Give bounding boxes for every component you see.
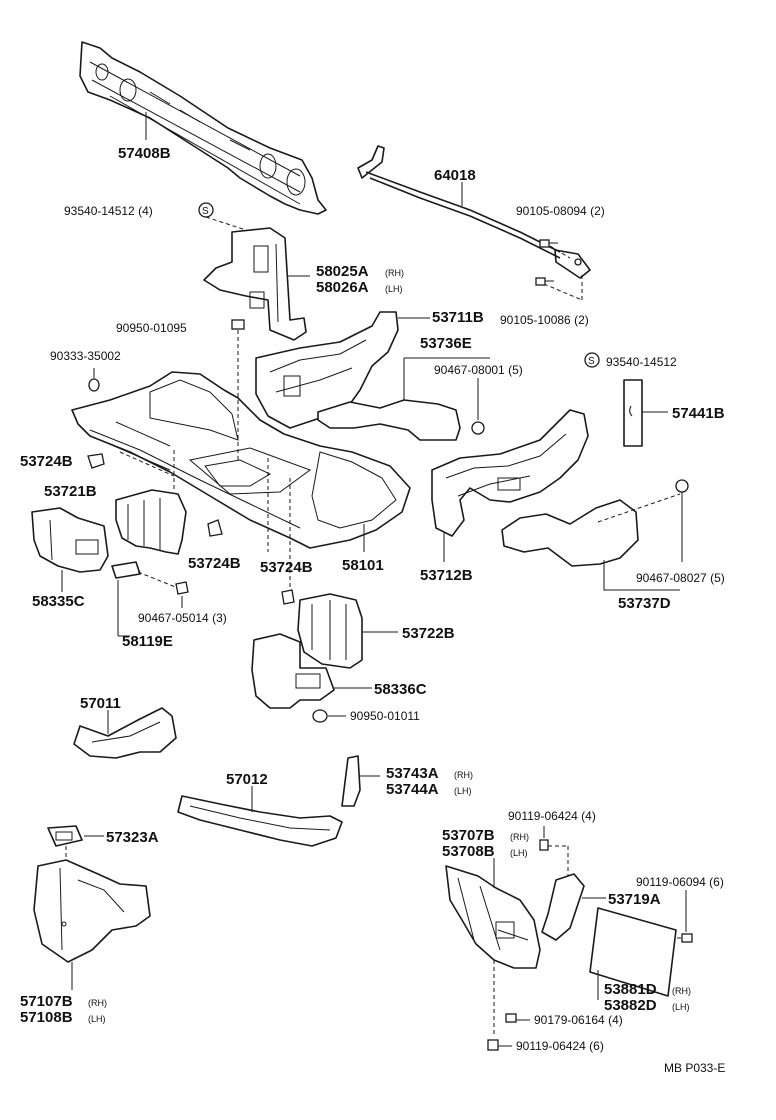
label-53743a: 53743A — [386, 765, 439, 782]
bracket-53721b-part — [115, 489, 187, 555]
panel-53707b-part — [445, 865, 541, 969]
label-53719a: 53719A — [608, 891, 661, 908]
label-53712b: 53712B — [420, 567, 473, 584]
label-58336c: 58336C — [374, 681, 427, 698]
nut-90179-icon — [505, 1013, 517, 1023]
label-53722b: 53722B — [402, 625, 455, 642]
label-53721b: 53721B — [44, 483, 97, 500]
label-57108b: 57108B — [20, 1009, 73, 1026]
label-90467c: 90467-05014 (3) — [138, 611, 227, 625]
label-90950a: 90950-01095 — [116, 321, 187, 335]
label-53707b-side: (RH) — [510, 832, 529, 842]
reinforcement-53743a-part — [341, 755, 361, 807]
bolt-90119b-icon — [681, 933, 693, 943]
seal-53736e-part — [317, 399, 461, 441]
label-53882d: 53882D — [604, 997, 657, 1014]
label-93540b: 93540-14512 — [606, 355, 677, 369]
bracket-53722b-part — [297, 593, 363, 669]
label-53881d-side: (RH) — [672, 986, 691, 996]
clip-90467c-icon — [175, 581, 189, 595]
diagram-reference: MB P033-E — [664, 1061, 725, 1075]
brace-rod-part — [357, 145, 591, 279]
label-57323a: 57323A — [106, 829, 159, 846]
bracket-58335c-part — [31, 507, 109, 573]
label-58101: 58101 — [342, 557, 384, 574]
s-mark-a-letter: S — [202, 206, 209, 217]
label-90179: 90179-06164 (4) — [534, 1013, 623, 1027]
clip-53724b-b-icon — [207, 519, 223, 537]
label-90119b: 90119-06094 (6) — [636, 875, 724, 889]
bolt-90119a-icon — [539, 839, 549, 851]
cowl-panel-part — [79, 41, 327, 215]
bolt-90105b-icon — [535, 277, 554, 286]
label-58335c: 58335C — [32, 593, 85, 610]
clip-90467b-icon — [675, 479, 689, 493]
label-57408b: 57408B — [118, 145, 171, 162]
label-53737d: 53737D — [618, 595, 671, 612]
cover-57323a-part — [47, 825, 83, 847]
label-57107b: 57107B — [20, 993, 73, 1010]
label-57011: 57011 — [80, 695, 121, 712]
label-53711b: 53711B — [432, 309, 484, 326]
s-mark-b-letter: S — [588, 356, 595, 367]
label-90119c: 90119-06424 (6) — [516, 1039, 604, 1053]
grommet-90950a-icon — [231, 319, 245, 330]
clip-53724b-a-icon — [87, 453, 105, 469]
grommet-90950b-icon — [312, 709, 328, 723]
label-57441b: 57441B — [672, 405, 725, 422]
label-90119a: 90119-06424 (4) — [508, 809, 596, 823]
clip-53724b-c-icon — [281, 589, 295, 605]
s-mark-b-icon — [584, 352, 600, 368]
label-58119e: 58119E — [122, 633, 173, 650]
label-58026a-side: (LH) — [385, 284, 403, 294]
bolt-90105a-icon — [539, 239, 558, 248]
label-58025a-side: (RH) — [385, 268, 404, 278]
label-58025a: 58025A — [316, 263, 369, 280]
member-57011-part — [73, 707, 177, 759]
label-93540a: 93540-14512 (4) — [64, 204, 153, 218]
label-53881d: 53881D — [604, 981, 657, 998]
apron-53711b-part — [255, 311, 399, 429]
label-90105a: 90105-08094 (2) — [516, 204, 605, 218]
member-57012-part — [177, 795, 343, 847]
clip-90467a-icon — [471, 421, 485, 435]
floor-pan-part — [71, 371, 411, 549]
label-53707b: 53707B — [442, 827, 495, 844]
panel-57107b-part — [33, 859, 151, 963]
bracket-53719a-part — [541, 873, 585, 941]
label-58026a: 58026A — [316, 279, 369, 296]
pad-57441b-part — [623, 379, 643, 447]
bolt-90119c-icon — [487, 1039, 499, 1051]
plug-90333-icon — [88, 378, 100, 392]
label-57108b-side: (LH) — [88, 1014, 106, 1024]
label-90467b: 90467-08027 (5) — [636, 571, 725, 585]
label-90333: 90333-35002 — [50, 349, 121, 363]
label-64018: 64018 — [434, 167, 476, 184]
label-57107b-side: (RH) — [88, 998, 107, 1008]
label-57012: 57012 — [226, 771, 268, 788]
seal-53881d-part — [589, 907, 677, 997]
label-53743a-side: (RH) — [454, 770, 473, 780]
label-53744a-side: (LH) — [454, 786, 472, 796]
label-53724b-b: 53724B — [188, 555, 241, 572]
label-53744a: 53744A — [386, 781, 439, 798]
bracket-58336c-part — [251, 633, 335, 709]
label-53736e: 53736E — [420, 335, 472, 352]
label-53708b-side: (LH) — [510, 848, 528, 858]
label-53708b: 53708B — [442, 843, 495, 860]
label-90950b: 90950-01011 — [350, 709, 420, 723]
seal-53737d-part — [501, 499, 639, 567]
label-90467a: 90467-08001 (5) — [434, 363, 523, 377]
label-53882d-side: (LH) — [672, 1002, 690, 1012]
pillar-brace-part — [203, 227, 307, 341]
plate-58119e-part — [111, 561, 141, 579]
label-53724b-a: 53724B — [20, 453, 73, 470]
label-90105b: 90105-10086 (2) — [500, 313, 589, 327]
label-53724b-c: 53724B — [260, 559, 313, 576]
apron-53712b-part — [431, 409, 589, 537]
